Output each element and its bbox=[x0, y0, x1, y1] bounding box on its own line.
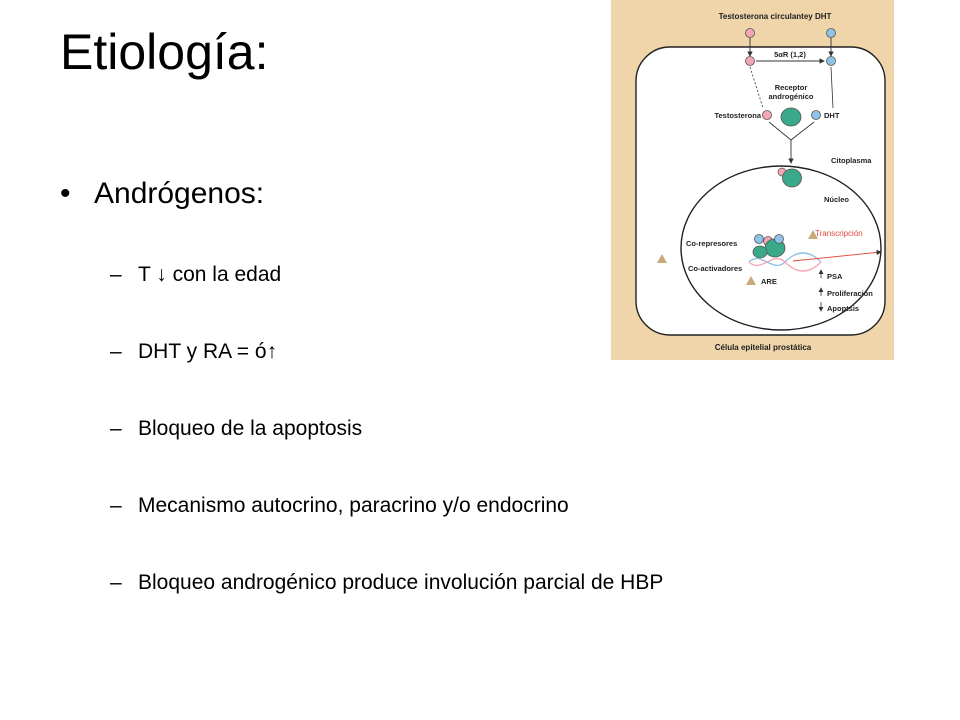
label-are: ARE bbox=[761, 277, 777, 286]
sub-bullet-marker: – bbox=[110, 340, 122, 363]
testosterone-circle-icon bbox=[762, 110, 772, 120]
sub-bullet-text: T ↓ con la edad bbox=[138, 263, 282, 286]
dht-circle-icon bbox=[811, 110, 821, 120]
label-coactivadores: Co-activadores bbox=[688, 264, 742, 273]
sub-bullet-marker: – bbox=[110, 571, 122, 594]
label-apoptosis: Apoptsis bbox=[827, 304, 859, 313]
sub-bullet-5: –Bloqueo androgénico produce involución … bbox=[110, 570, 663, 596]
diagram-svg: Testosterona circulantey DHT 5αR (1,2) R… bbox=[635, 12, 886, 352]
label-enzyme: 5αR (1,2) bbox=[774, 50, 806, 59]
dht-circle-icon bbox=[826, 28, 836, 38]
triangle-marker-icon bbox=[746, 276, 756, 285]
bullet-androgenos: • Andrógenos: bbox=[60, 176, 264, 212]
triangle-marker-icon bbox=[657, 254, 667, 263]
bullet-label: Andrógenos: bbox=[94, 177, 265, 210]
label-receptor-1: Receptor bbox=[775, 83, 808, 92]
label-circulating: Testosterona circulantey DHT bbox=[719, 12, 832, 21]
sub-bullet-marker: – bbox=[110, 494, 122, 517]
bullet-marker: • bbox=[60, 177, 71, 210]
prostate-cell-diagram: Testosterona circulantey DHT 5αR (1,2) R… bbox=[611, 0, 894, 360]
sub-bullet-2: –DHT y RA = ó↑ bbox=[110, 339, 277, 365]
receptor-icon bbox=[780, 107, 802, 127]
label-citoplasma: Citoplasma bbox=[831, 156, 872, 165]
label-corepresores: Co-represores bbox=[686, 239, 737, 248]
sub-bullet-text: Bloqueo de la apoptosis bbox=[138, 417, 363, 440]
testosterone-circle-icon bbox=[745, 28, 755, 38]
sub-bullet-marker: – bbox=[110, 417, 122, 440]
label-psa: PSA bbox=[827, 272, 843, 281]
sub-bullet-text: Bloqueo androgénico produce involución p… bbox=[138, 571, 664, 594]
sub-bullet-3: –Bloqueo de la apoptosis bbox=[110, 416, 362, 442]
sub-bullet-text: Mecanismo autocrino, paracrino y/o endoc… bbox=[138, 494, 569, 517]
label-dht: DHT bbox=[824, 111, 840, 120]
sub-bullet-1: –T ↓ con la edad bbox=[110, 262, 281, 288]
slide-title: Etiología: bbox=[60, 24, 269, 80]
label-receptor-2: androgénico bbox=[768, 92, 813, 101]
testosterone-circle-icon bbox=[745, 56, 755, 66]
label-proliferacion: Proliferación bbox=[827, 289, 873, 298]
sub-bullet-4: –Mecanismo autocrino, paracrino y/o endo… bbox=[110, 493, 569, 519]
diagram-caption: Célula epitelial prostática bbox=[715, 343, 812, 352]
sub-bullet-marker: – bbox=[110, 263, 122, 286]
dht-circle-icon bbox=[826, 56, 836, 66]
receptor-complex-icon bbox=[782, 168, 802, 188]
label-transcripcion: Transcripción bbox=[815, 229, 863, 238]
label-nucleo: Núcleo bbox=[824, 195, 849, 204]
sub-bullet-text: DHT y RA = ó↑ bbox=[138, 340, 278, 363]
triangle-marker-icon bbox=[808, 230, 818, 239]
label-testosterona: Testosterona bbox=[714, 111, 761, 120]
